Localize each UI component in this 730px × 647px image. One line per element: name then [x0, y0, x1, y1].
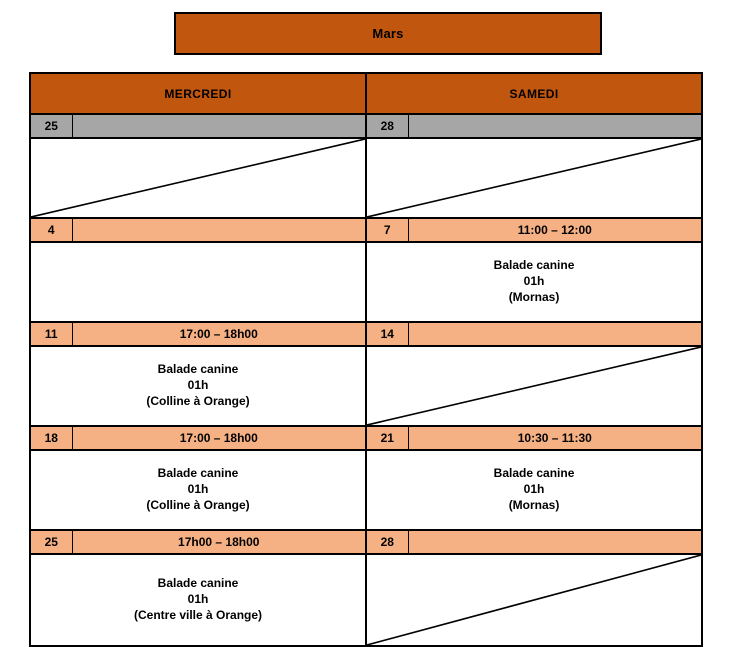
date-strip-row: 4 7 11:00 – 12:00 — [29, 217, 703, 243]
time-cell-samedi-28-last[interactable] — [407, 529, 703, 555]
date-cell-samedi-28-last[interactable]: 28 — [365, 529, 409, 555]
event-cell-samedi-7[interactable]: Balade canine 01h (Mornas) — [365, 241, 703, 323]
event-location: (Centre ville à Orange) — [133, 607, 263, 622]
time-cell-mercredi-25[interactable] — [71, 113, 368, 139]
date-cell-samedi-21[interactable]: 21 — [365, 425, 409, 451]
event-duration: 01h — [187, 378, 209, 393]
time-cell-samedi-28[interactable] — [407, 113, 703, 139]
date-cell-mercredi-25-last[interactable]: 25 — [29, 529, 73, 555]
event-row: Balade canine 01h (Mornas) — [29, 241, 703, 323]
time-cell-mercredi-18[interactable]: 17:00 – 18h00 — [71, 425, 368, 451]
time-cell-mercredi-4[interactable] — [71, 217, 368, 243]
empty-event-cell-mercredi-4[interactable] — [29, 241, 368, 323]
date-cell-samedi-7[interactable]: 7 — [365, 217, 409, 243]
event-cell-mercredi-18[interactable]: Balade canine 01h (Colline à Orange) — [29, 449, 368, 531]
event-location: (Colline à Orange) — [146, 393, 250, 408]
event-duration: 01h — [523, 274, 545, 289]
event-row: Balade canine 01h (Centre ville à Orange… — [29, 553, 703, 647]
empty-event-cell-samedi-14[interactable] — [365, 345, 703, 427]
event-cell-samedi-21[interactable]: Balade canine 01h (Mornas) — [365, 449, 703, 531]
date-strip-row: 11 17:00 – 18h00 14 — [29, 321, 703, 347]
event-row: Balade canine 01h (Colline à Orange) Bal… — [29, 449, 703, 531]
diagonal-strike-icon — [367, 555, 701, 645]
event-title: Balade canine — [493, 466, 575, 481]
event-title: Balade canine — [157, 362, 239, 377]
event-duration: 01h — [187, 592, 209, 607]
date-cell-samedi-28[interactable]: 28 — [365, 113, 409, 139]
time-cell-mercredi-25-last[interactable]: 17h00 – 18h00 — [71, 529, 368, 555]
event-title: Balade canine — [157, 466, 239, 481]
event-row: Balade canine 01h (Colline à Orange) — [29, 345, 703, 427]
diagonal-strike-icon — [367, 347, 701, 425]
date-cell-mercredi-18[interactable]: 18 — [29, 425, 73, 451]
event-title: Balade canine — [157, 576, 239, 591]
date-cell-mercredi-11[interactable]: 11 — [29, 321, 73, 347]
event-title: Balade canine — [493, 258, 575, 273]
day-header-samedi: SAMEDI — [365, 72, 703, 115]
day-header-mercredi: MERCREDI — [29, 72, 368, 115]
time-cell-samedi-21[interactable]: 10:30 – 11:30 — [407, 425, 703, 451]
month-title: Mars — [372, 26, 404, 41]
event-cell-mercredi-11[interactable]: Balade canine 01h (Colline à Orange) — [29, 345, 368, 427]
empty-event-cell-samedi-28[interactable] — [365, 137, 703, 219]
month-banner: Mars — [174, 12, 602, 55]
diagonal-strike-icon — [31, 139, 365, 217]
date-strip-row: 25 28 — [29, 113, 703, 139]
event-location: (Mornas) — [508, 289, 560, 304]
event-location: (Mornas) — [508, 497, 560, 512]
event-duration: 01h — [187, 482, 209, 497]
date-cell-mercredi-4[interactable]: 4 — [29, 217, 73, 243]
time-cell-samedi-14[interactable] — [407, 321, 703, 347]
event-duration: 01h — [523, 482, 545, 497]
date-strip-row: 18 17:00 – 18h00 21 10:30 – 11:30 — [29, 425, 703, 451]
time-cell-mercredi-11[interactable]: 17:00 – 18h00 — [71, 321, 368, 347]
schedule-calendar: MERCREDI SAMEDI 25 28 4 — [29, 72, 704, 647]
date-cell-mercredi-25[interactable]: 25 — [29, 113, 73, 139]
date-cell-samedi-14[interactable]: 14 — [365, 321, 409, 347]
event-row — [29, 137, 703, 219]
event-cell-mercredi-25-last[interactable]: Balade canine 01h (Centre ville à Orange… — [29, 553, 368, 647]
empty-event-cell-mercredi-25[interactable] — [29, 137, 368, 219]
empty-event-cell-samedi-28-last[interactable] — [365, 553, 703, 647]
diagonal-strike-icon — [367, 139, 701, 217]
date-strip-row: 25 17h00 – 18h00 28 — [29, 529, 703, 555]
day-header-row: MERCREDI SAMEDI — [29, 72, 703, 115]
time-cell-samedi-7[interactable]: 11:00 – 12:00 — [407, 217, 703, 243]
event-location: (Colline à Orange) — [146, 497, 250, 512]
